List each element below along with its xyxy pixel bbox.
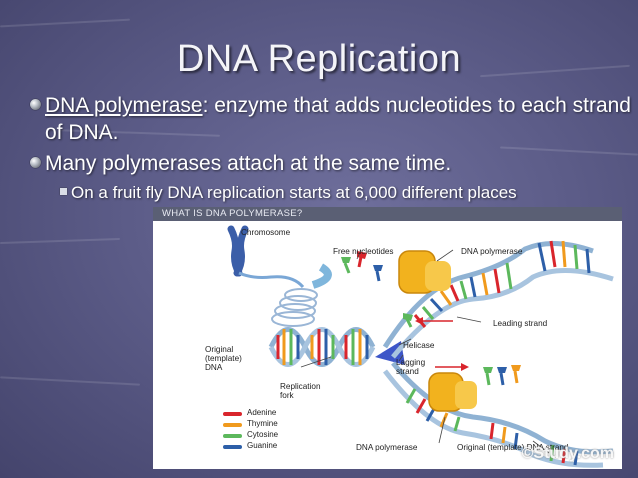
sub-bullet-fruit-fly: On a fruit fly DNA replication starts at… [56, 182, 576, 203]
label-leading-strand: Leading strand [493, 319, 548, 328]
background-streak [0, 376, 140, 386]
bullet-text: Many polymerases attach at the same time… [45, 152, 452, 175]
direction-arrows [415, 317, 469, 371]
bullet-term: DNA polymerase [45, 94, 203, 117]
parental-helix [268, 327, 376, 367]
legend-label-thymine: Thymine [247, 419, 278, 428]
figure-header: WHAT IS DNA POLYMERASE? [153, 207, 622, 221]
dna-polymerase-upper [398, 250, 451, 294]
background-streak [0, 237, 120, 245]
background-streak [0, 18, 130, 28]
dna-polymerase-figure: WHAT IS DNA POLYMERASE? [153, 207, 622, 469]
bullet-dna-polymerase: DNA polymerase: enzyme that adds nucleot… [28, 92, 635, 146]
label-lagging-strand: Lagging strand [396, 358, 426, 376]
label-original-template: Original (template) DNA [205, 345, 242, 372]
bullet-text: : enzyme that adds nucleotides to each s… [45, 94, 631, 144]
label-free-nucleotides: Free nucleotides [333, 247, 394, 256]
bullet-orb-icon [30, 157, 41, 168]
study-watermark: ©Study.com [521, 445, 614, 462]
legend-swatch-adenine [223, 412, 242, 416]
legend-label-cytosine: Cytosine [247, 430, 279, 439]
leader-lines [300, 249, 550, 454]
dna-polymerase-lower [428, 372, 477, 412]
label-replication-fork: Replication fork [280, 382, 321, 400]
legend-label-guanine: Guanine [247, 441, 278, 450]
bullet-text: On a fruit fly DNA replication starts at… [71, 183, 517, 202]
label-original-template-bottom: Original (template) DNA strand [457, 443, 569, 452]
label-chromosome: Chromosome [241, 228, 291, 237]
bullet-orb-icon [30, 99, 41, 110]
chromatin-coil [271, 263, 332, 327]
label-dna-polymerase-top: DNA polymerase [461, 247, 523, 256]
legend-swatch-guanine [223, 445, 242, 449]
chromosome-icon [227, 225, 305, 289]
lagging-strand-bases [405, 388, 579, 466]
dna-replication-diagram [227, 225, 614, 468]
legend-label-adenine: Adenine [247, 408, 277, 417]
helicase-icon [375, 341, 405, 365]
sub-bullet-square-icon [60, 188, 67, 195]
slide-title: DNA Replication [176, 38, 462, 80]
lagging-strand [383, 361, 614, 468]
legend-swatch-thymine [223, 423, 242, 427]
label-dna-polymerase-bottom: DNA polymerase [356, 443, 418, 452]
legend-swatch-cytosine [223, 434, 242, 438]
label-helicase: Helicase [403, 341, 435, 350]
bullet-many-polymerases: Many polymerases attach at the same time… [28, 150, 635, 177]
